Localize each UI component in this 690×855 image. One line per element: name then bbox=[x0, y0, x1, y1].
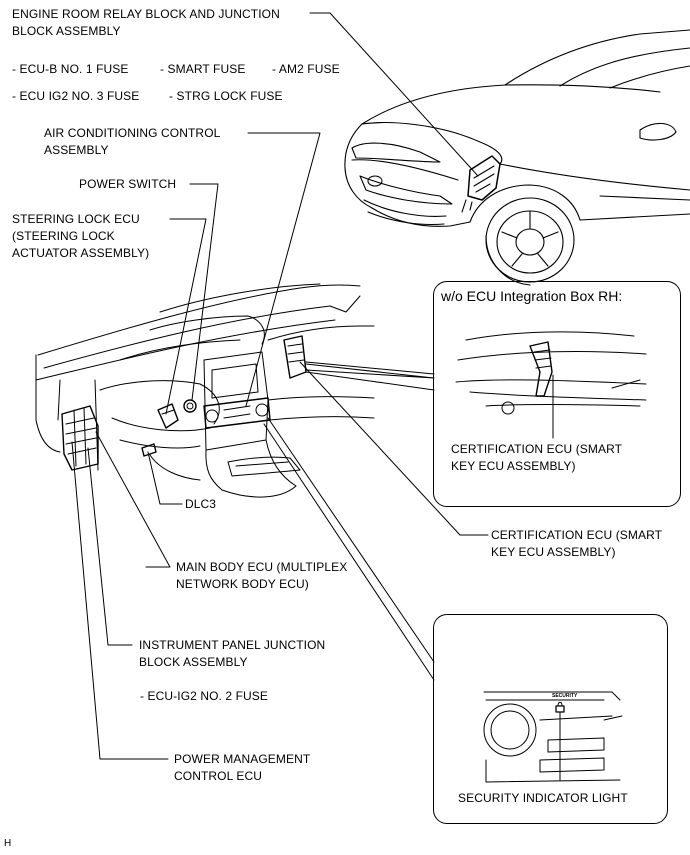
label-fuse-smart: - SMART FUSE bbox=[160, 62, 246, 76]
steering-lock-part bbox=[157, 403, 179, 429]
inset-callout-bottom-a bbox=[267, 417, 435, 663]
label-dlc3: DLC3 bbox=[185, 497, 217, 511]
label-certification-ecu-line1: CERTIFICATION ECU (SMART bbox=[491, 528, 663, 542]
car-windshield bbox=[504, 29, 690, 86]
label-fuse-ecu-ig2-no3: - ECU IG2 NO. 3 FUSE bbox=[12, 89, 140, 103]
label-power-management-line1: POWER MANAGEMENT bbox=[174, 752, 311, 766]
label-power-switch: POWER SWITCH bbox=[79, 177, 177, 191]
inset-certification-drawing bbox=[455, 331, 647, 439]
engine-relay-block bbox=[467, 155, 501, 201]
inset-certification-caption-line2: KEY ECU ASSEMBLY) bbox=[451, 459, 576, 473]
leader-lines bbox=[71, 12, 489, 760]
leader-instrument-panel-jb bbox=[87, 447, 133, 646]
inset-callout-top bbox=[305, 363, 435, 379]
leader-engine-relay bbox=[309, 12, 479, 177]
inset-security-caption: SECURITY INDICATOR LIGHT bbox=[458, 791, 628, 805]
leader-steering-lock bbox=[165, 218, 207, 415]
inset-certification-caption-line1: CERTIFICATION ECU (SMART bbox=[451, 442, 623, 456]
leader-main-body-ecu bbox=[95, 431, 171, 568]
label-engine-relay-line1: ENGINE ROOM RELAY BLOCK AND JUNCTION bbox=[12, 7, 280, 21]
label-steering-lock-line3: ACTUATOR ASSEMBLY) bbox=[12, 246, 150, 260]
label-main-body-ecu-line2: NETWORK BODY ECU) bbox=[176, 577, 309, 591]
junction-block-part bbox=[61, 405, 99, 471]
car-hood bbox=[361, 84, 661, 125]
leader-power-switch bbox=[189, 183, 219, 401]
corner-mark: H bbox=[4, 838, 12, 849]
car-grille bbox=[359, 175, 453, 205]
label-air-conditioning-line2: ASSEMBLY bbox=[44, 143, 109, 157]
inset-certification-box: w/o ECU Integration Box RH: CERTIFICATIO… bbox=[433, 281, 681, 507]
leader-certification-ecu bbox=[299, 361, 489, 536]
inset-security-box: SECURITY SECURITY INDICATOR LIGHT bbox=[433, 614, 668, 824]
label-fuse-ecu-b: - ECU-B NO. 1 FUSE bbox=[12, 62, 129, 76]
inset-security-drawing bbox=[483, 691, 623, 783]
label-fuse-strg-lock: - STRG LOCK FUSE bbox=[169, 89, 283, 103]
car-headlight bbox=[351, 142, 441, 163]
label-instrument-panel-jb-line1: INSTRUMENT PANEL JUNCTION bbox=[139, 638, 326, 652]
label-fuse-am2: - AM2 FUSE bbox=[272, 62, 340, 76]
inset-security-panel-text: SECURITY bbox=[552, 693, 578, 699]
label-air-conditioning-line1: AIR CONDITIONING CONTROL bbox=[44, 126, 221, 140]
vehicle-illustration bbox=[344, 29, 690, 286]
leader-air-conditioning bbox=[245, 132, 321, 407]
label-certification-ecu-line2: KEY ECU ASSEMBLY) bbox=[491, 545, 616, 559]
power-switch-part bbox=[183, 399, 197, 413]
certification-ecu-part bbox=[283, 335, 307, 379]
label-instrument-panel-jb-line2: BLOCK ASSEMBLY bbox=[139, 655, 248, 669]
dash-top bbox=[37, 284, 361, 356]
inset-callout-bottom-b bbox=[263, 423, 435, 681]
label-steering-lock-line2: (STEERING LOCK bbox=[12, 229, 115, 243]
inset-certification-title: w/o ECU Integration Box RH: bbox=[441, 288, 623, 304]
label-main-body-ecu-line1: MAIN BODY ECU (MULTIPLEX bbox=[176, 560, 348, 574]
label-power-management-line2: CONTROL ECU bbox=[174, 769, 262, 783]
dlc3-part bbox=[141, 443, 157, 457]
label-engine-relay-line2: BLOCK ASSEMBLY bbox=[12, 24, 121, 38]
leader-dlc3 bbox=[147, 451, 183, 505]
dashboard-illustration bbox=[35, 283, 375, 498]
leader-power-management bbox=[71, 441, 169, 760]
label-steering-lock-line1: STEERING LOCK ECU bbox=[12, 212, 140, 226]
label-ecu-ig2-no2-fuse: - ECU-IG2 NO. 2 FUSE bbox=[140, 689, 269, 703]
